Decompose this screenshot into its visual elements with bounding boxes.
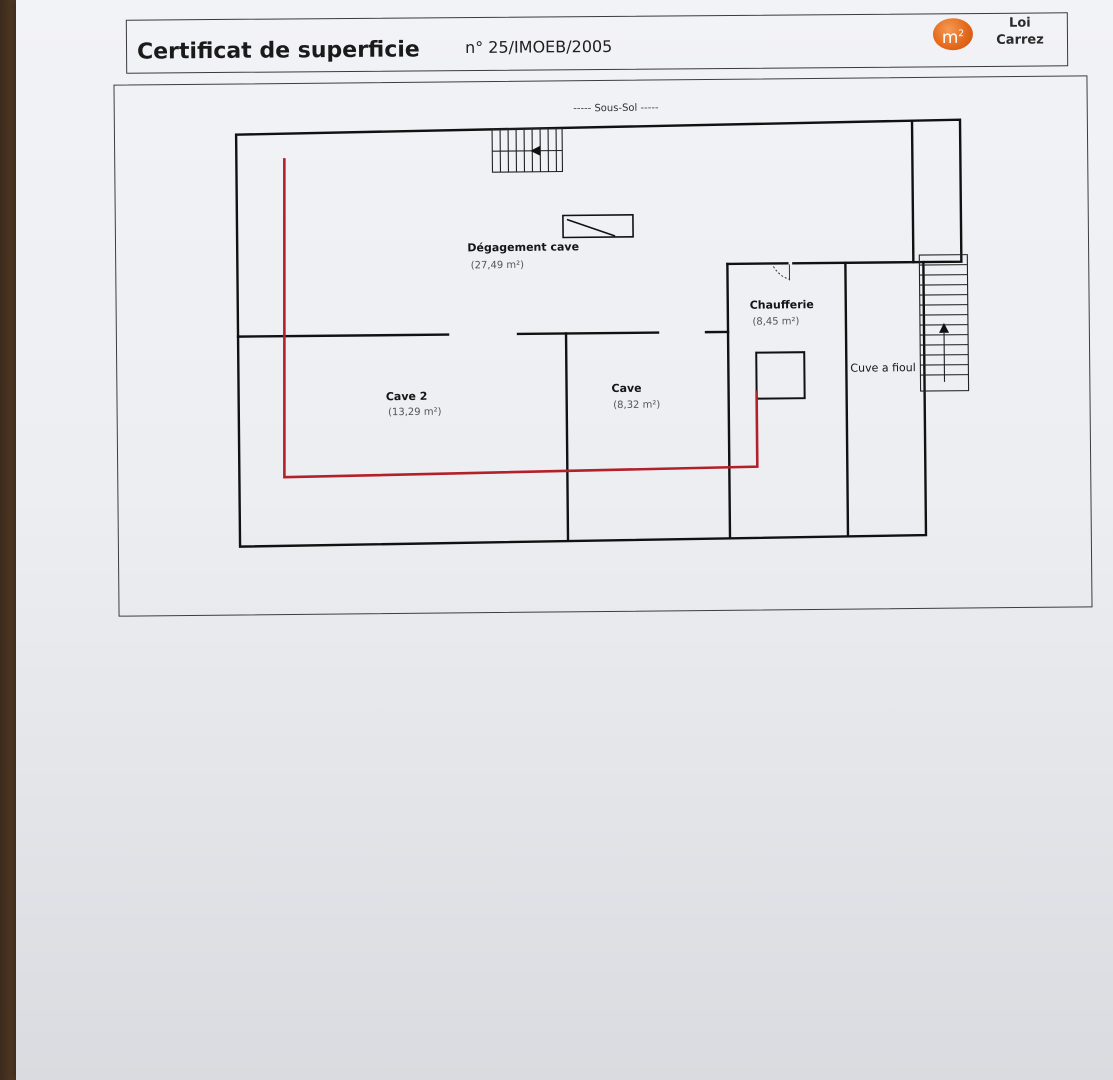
wall-cuve-left [844,261,850,537]
hatch-icon [562,214,634,239]
hatch-diagonal [566,218,616,237]
boiler [755,351,806,400]
wall-cave2-top [236,333,450,338]
stairs-top-icon [491,127,564,173]
room-labels: Dégagement cave (27,49 m²) Cave 2 (13,29… [386,240,916,419]
door-arc [772,266,790,280]
room-name: Dégagement cave [467,240,579,254]
paper-page: Certificat de superficie n° 25/IMOEB/200… [16,0,1113,1080]
stair-shaft-wall [910,119,915,264]
room-area: (27,49 m²) [471,260,525,272]
floor-plan: ----- Sous-Sol ----- [234,103,970,548]
door-swing [772,264,791,281]
room-area: (8,32 m²) [613,400,660,411]
room-name: Cave [611,382,641,395]
stairs-right-outline [918,254,970,392]
room-name: Cave 2 [386,390,428,403]
level-label: ----- Sous-Sol ----- [573,103,659,115]
stairs-right-arrow-icon [939,322,950,333]
wall-chaufferie-left [726,262,732,539]
room-area: (13,29 m²) [388,407,442,419]
wall-chaufferie-top-right [792,260,925,265]
room-area: (8,45 m²) [752,316,799,327]
room-name: Cuve a fioul [850,361,915,375]
wall-chaufferie-top-left [726,262,789,266]
floor-plan-drawing: ----- Sous-Sol ----- [234,103,970,548]
network-line [283,158,759,479]
wall-cave2-cave [564,332,570,542]
walls [234,118,963,548]
stairs-top-arrow-icon [530,145,541,156]
room-name: Chaufferie [750,298,814,312]
stairs-top-mid [492,149,563,152]
stairs-right-icon [918,254,970,392]
hatch-outline [562,214,634,239]
wall-cave-top [516,331,660,336]
